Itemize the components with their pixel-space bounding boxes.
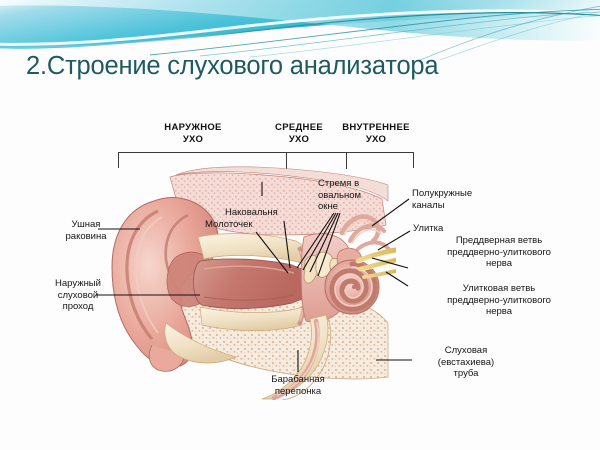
label-eardrum: Барабанная перепонка: [271, 374, 325, 397]
page-title: 2.Строение слухового анализатора: [26, 52, 439, 80]
section-label-inner-ear: ВНУТРЕННЕЕ УХО: [342, 122, 410, 145]
label-stapes: Стремя в овальном окне: [318, 178, 362, 212]
label-cochlear-branch: Улитковая ветвь преддверно-улиткового не…: [447, 283, 551, 317]
label-vestibular-branch: Преддверная ветвь преддверно-улиткового …: [447, 235, 551, 269]
label-cochlea: Улитка: [413, 223, 444, 234]
ear-anatomy-illustration: [96, 165, 399, 401]
label-external-canal: Наружный слуховой проход: [55, 278, 101, 312]
section-label-middle-ear: СРЕДНЕЕ УХО: [275, 122, 323, 145]
section-label-outer-ear: НАРУЖНОЕ УХО: [164, 122, 222, 145]
label-incus: Наковальня: [225, 207, 278, 218]
label-eustachian-tube: Слуховая (евстахиева) труба: [437, 345, 495, 379]
label-auricle: Ушная раковина: [65, 219, 107, 242]
decorative-header-ribbon: [0, 0, 600, 60]
label-semicircular-canals: Полукружные каналы: [412, 188, 473, 211]
bracket-divider-2: [346, 153, 347, 169]
section-bracket: [118, 152, 414, 169]
label-malleus: Молоточек: [205, 219, 253, 230]
bracket-divider-1: [286, 153, 287, 169]
